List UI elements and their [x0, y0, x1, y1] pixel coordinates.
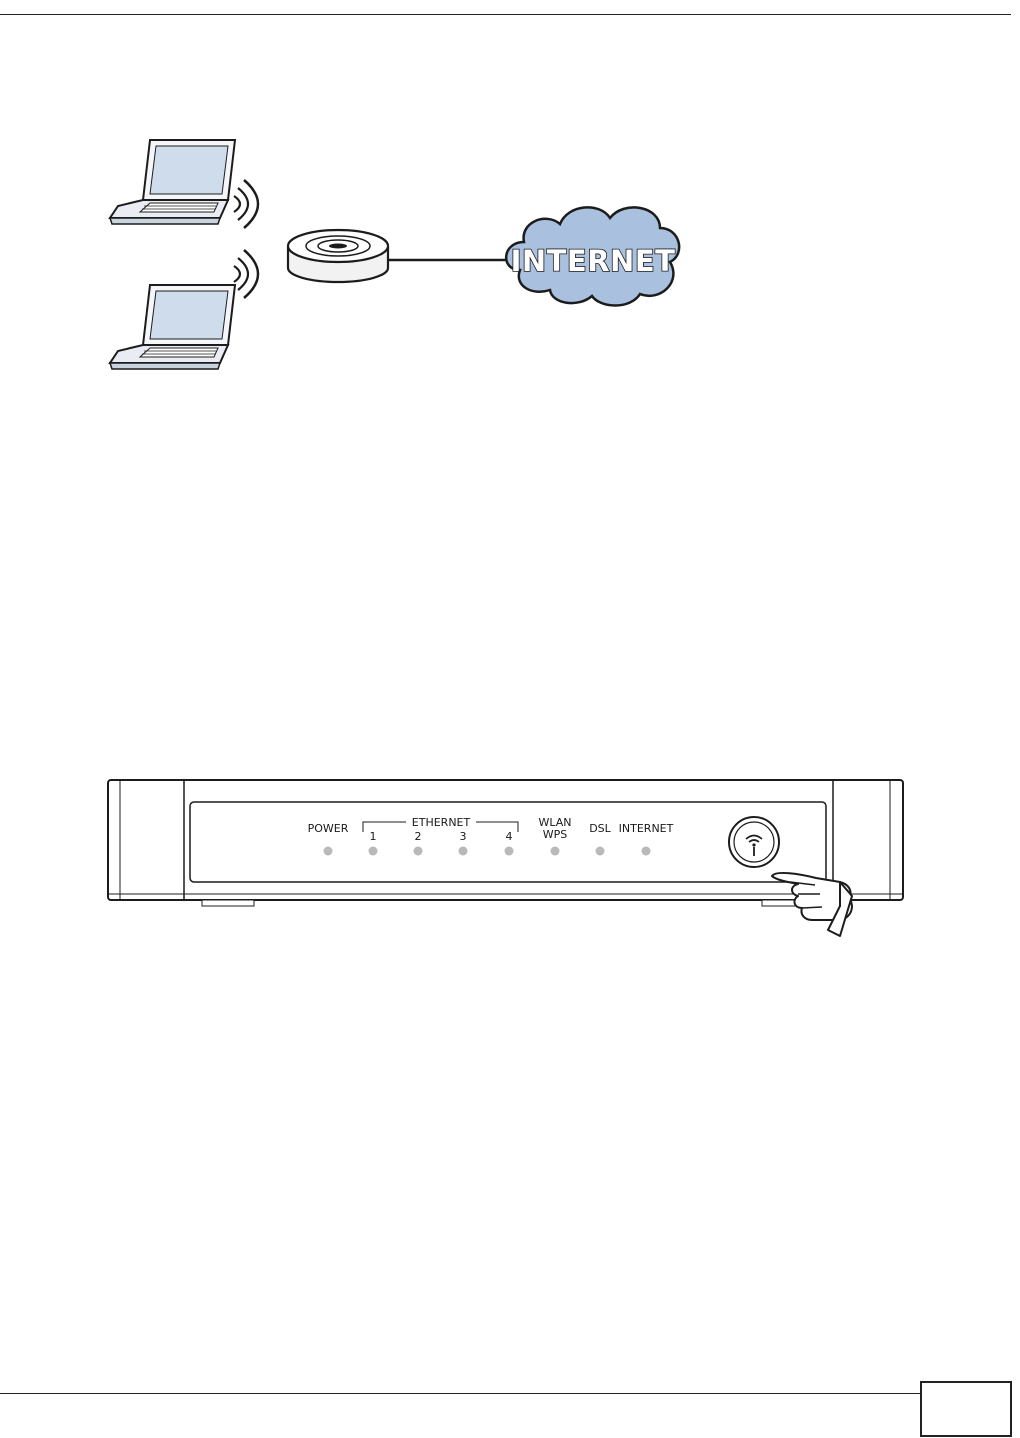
ethernet-label: ETHERNET: [412, 816, 471, 829]
ethernet-4-led: [505, 847, 514, 856]
access-point-icon: [288, 230, 388, 282]
internet-cloud-icon: INTERNET: [506, 207, 679, 305]
power-led: [324, 847, 333, 856]
ethernet-port-1-label: 1: [370, 830, 377, 843]
wps-button-icon[interactable]: [729, 817, 779, 867]
laptop-icon: [110, 285, 235, 369]
header-rule: [0, 14, 1011, 15]
ethernet-port-4-label: 4: [506, 830, 513, 843]
wps-label: WPS: [543, 828, 568, 841]
wireless-signal-icon: [234, 180, 258, 228]
internet-led-label: INTERNET: [619, 822, 674, 835]
ethernet-2-led: [414, 847, 423, 856]
power-label: POWER: [308, 822, 349, 835]
page-number-box: [920, 1381, 1012, 1437]
network-diagram: INTERNET: [100, 130, 690, 390]
internet-led: [642, 847, 651, 856]
laptop-icon: [110, 140, 235, 224]
dsl-led: [596, 847, 605, 856]
ethernet-port-3-label: 3: [460, 830, 467, 843]
wlan-wps-led: [551, 847, 560, 856]
footer-rule: [0, 1393, 1011, 1394]
wireless-signal-icon: [234, 250, 258, 298]
device-body: [108, 780, 903, 906]
dsl-label: DSL: [589, 822, 611, 835]
ethernet-port-2-label: 2: [415, 830, 422, 843]
cloud-label: INTERNET: [511, 244, 676, 278]
ethernet-1-led: [369, 847, 378, 856]
ethernet-3-led: [459, 847, 468, 856]
front-panel-diagram: POWER ETHERNET 1 2 3 4 WLAN WPS DSL INTE…: [100, 770, 920, 950]
